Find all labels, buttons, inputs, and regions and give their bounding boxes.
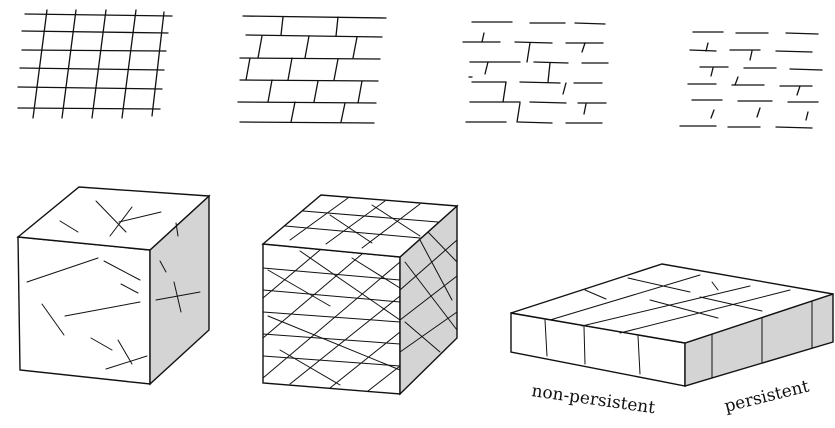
cube-dense-joint-sets [263, 195, 457, 394]
pattern-semi-persistent-joints [463, 22, 608, 123]
slab-persistence-comparison: non-persistent persistent [511, 264, 833, 418]
pattern-brick-joints [238, 16, 386, 123]
cube-random-sparse-joints [18, 187, 209, 384]
pattern-non-persistent-joints [680, 32, 822, 128]
non-persistent-label: non-persistent [530, 381, 656, 418]
persistent-label: persistent [722, 376, 811, 416]
pattern-continuous-grid [18, 10, 172, 118]
